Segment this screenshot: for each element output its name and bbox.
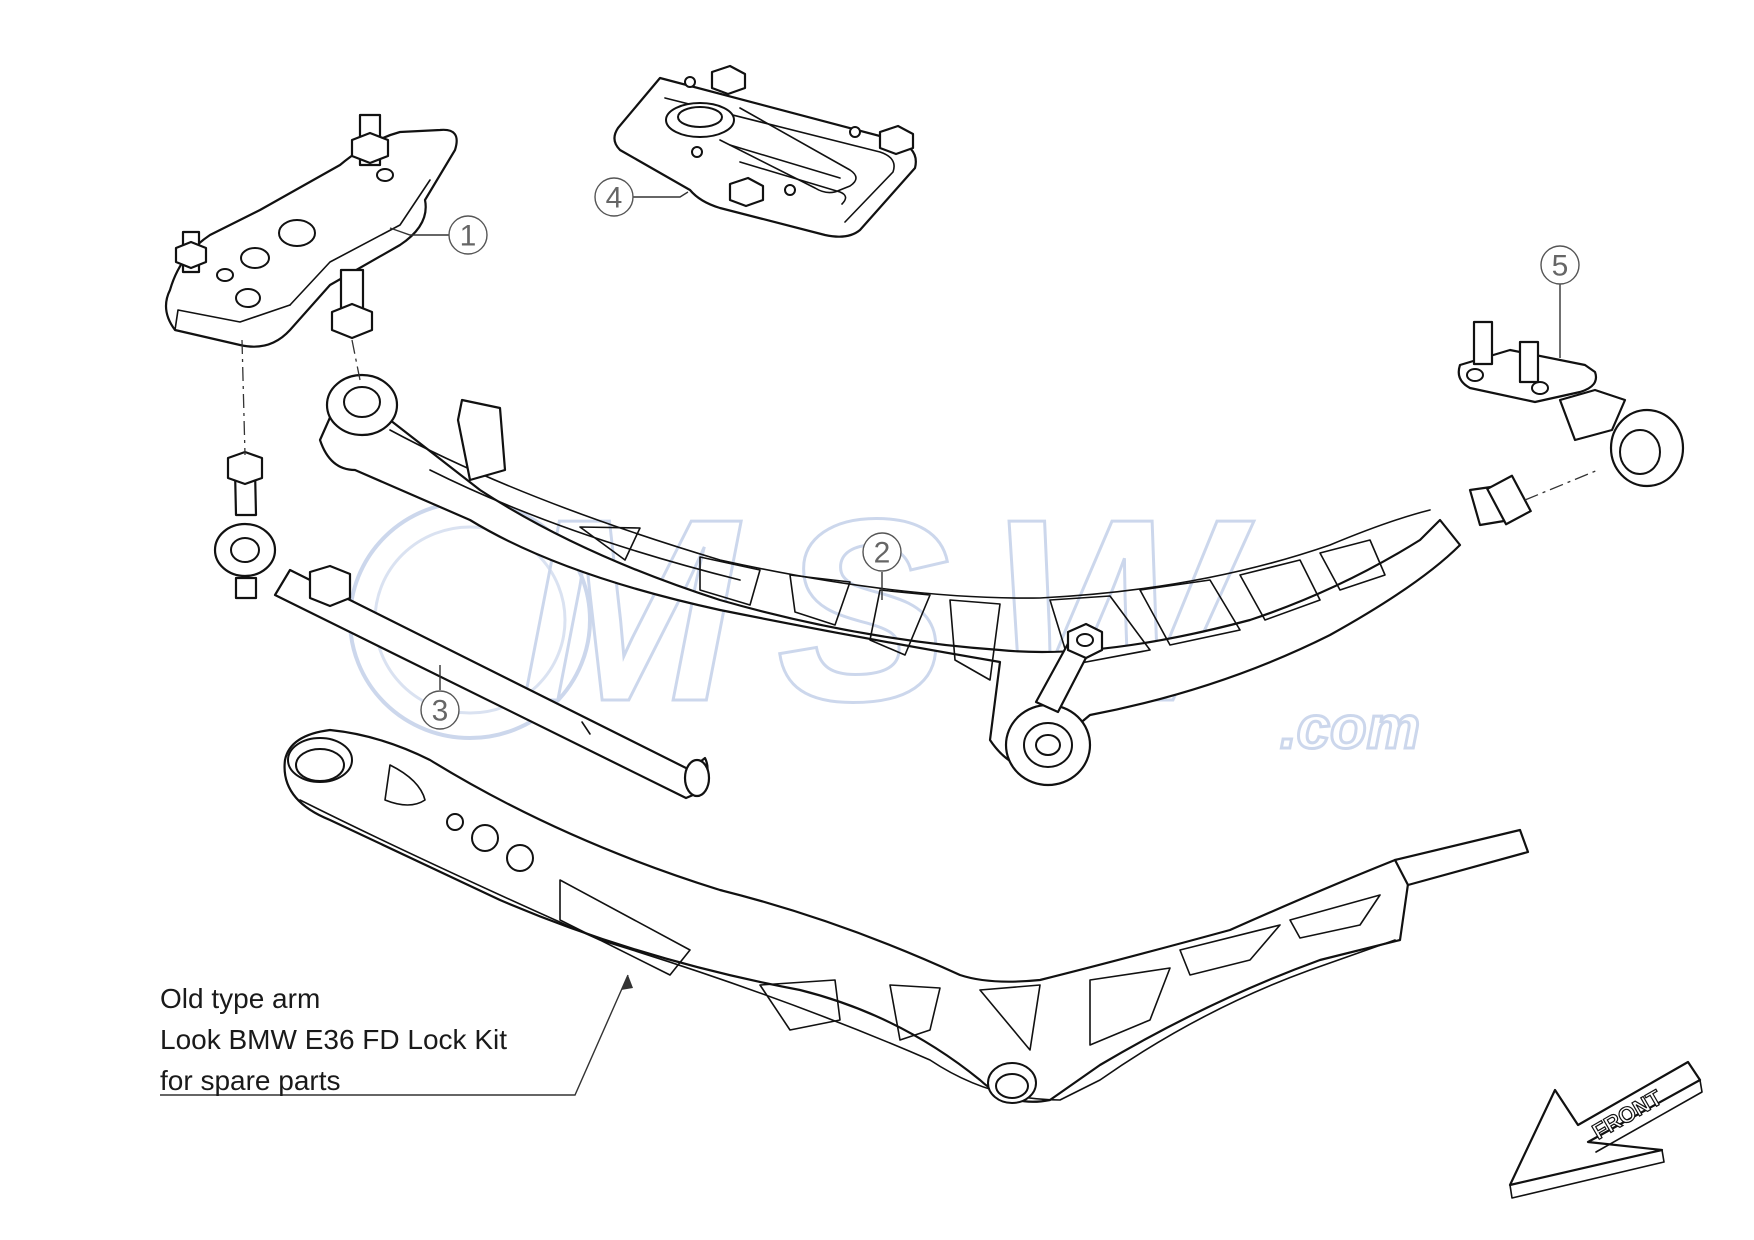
- part-1-bracket: [164, 113, 458, 348]
- alignment-axes: [241, 339, 1599, 501]
- watermark-suffix-text: .com: [1280, 694, 1420, 761]
- callout-1-number: 1: [460, 220, 477, 253]
- part-5-rod-end: [1457, 320, 1685, 488]
- front-direction-arrow: FRONT: [1508, 1060, 1703, 1199]
- callout-3: 3: [420, 665, 460, 730]
- callout-1: 1: [389, 215, 488, 255]
- callout-4: 4: [594, 177, 689, 217]
- note-line-3: for spare parts: [160, 1065, 341, 1096]
- callout-3-number: 3: [432, 695, 449, 728]
- watermark-brand-text: MSW: [520, 466, 1275, 756]
- part-2-control-arm: [318, 373, 1532, 787]
- note-line-1: Old type arm: [160, 983, 321, 1014]
- callout-5: 5: [1540, 245, 1580, 358]
- note-leader-line: [160, 974, 629, 1096]
- old-arm-note: Old type arm Look BMW E36 FD Lock Kit fo…: [160, 978, 507, 1101]
- part-4-mounting-plate: [613, 64, 917, 238]
- part-3-tie-rod: [213, 450, 711, 800]
- callout-5-number: 5: [1552, 250, 1569, 283]
- callout-4-number: 4: [606, 182, 623, 215]
- note-leader-arrowhead: [621, 975, 633, 990]
- note-line-2: Look BMW E36 FD Lock Kit: [160, 1024, 508, 1055]
- old-type-arm: [283, 728, 1530, 1104]
- callout-2-number: 2: [874, 537, 891, 570]
- callout-2: 2: [862, 532, 902, 600]
